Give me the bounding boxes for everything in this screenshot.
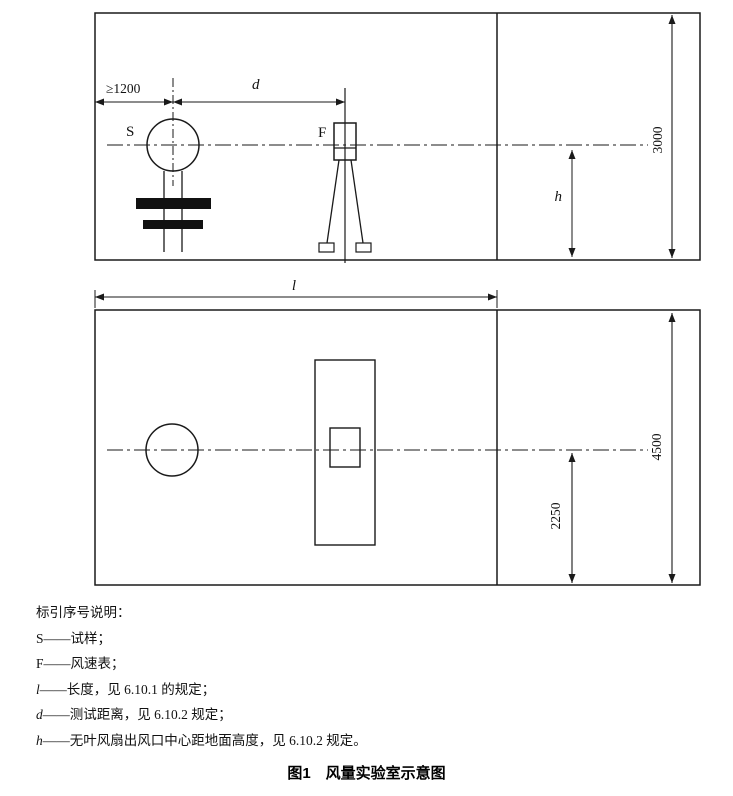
legend-desc-h: ——无叶风扇出风口中心距地面高度，见 6.10.2 规定。	[42, 732, 367, 748]
fan-plan-circle	[145, 423, 199, 477]
dimension-room-height: 3000	[650, 15, 676, 258]
fan-sample-elevation	[136, 78, 211, 252]
anemometer-label: F	[318, 125, 326, 141]
tripod-foot-left	[318, 242, 335, 253]
legend-desc-f: ——风速表；	[43, 656, 125, 671]
dimension-outlet-height: h	[555, 150, 576, 257]
legend-title: 标引序号说明：	[36, 605, 131, 620]
fan-base-plate-upper	[136, 198, 211, 209]
elevation-room-outline	[94, 12, 701, 261]
legend-symbol-d: d	[36, 707, 43, 722]
dimension-test-distance: d	[173, 77, 345, 106]
legend-desc-l: ——长度，见 6.10.1 的规定；	[39, 681, 216, 697]
outlet-height-label: h	[555, 189, 563, 205]
room-height-label: 3000	[650, 126, 665, 153]
anemometer-plan-inner	[329, 427, 361, 468]
plan-view	[94, 309, 701, 586]
legend-symbol-l: l	[36, 681, 40, 697]
test-distance-label: d	[252, 77, 260, 93]
legend-item-l: l——长度，见 6.10.1 的规定；	[36, 681, 367, 697]
room-width-label: 4500	[649, 433, 664, 460]
legend-item-h: h——无叶风扇出风口中心距地面高度，见 6.10.2 规定。	[36, 732, 367, 748]
legend-symbol-h: h	[36, 732, 43, 748]
anemometer-plan-outer	[314, 359, 376, 546]
fan-head-circle	[146, 118, 200, 172]
dimension-room-width: 4500	[649, 313, 676, 583]
legend-desc-d: ——测试距离，见 6.10.2 规定；	[42, 707, 232, 722]
tripod-foot-right	[355, 242, 372, 253]
tripod-leg-right	[350, 159, 364, 244]
legend-symbol-s: S	[36, 630, 44, 646]
fan-base-plate-lower	[143, 220, 203, 229]
tripod-leg-left	[326, 159, 340, 244]
plan-room-outline	[94, 309, 701, 586]
sample-label: S	[126, 124, 134, 140]
elevation-view	[94, 12, 701, 261]
legend: 标引序号说明： S——试样； F——风速表； l——长度，见 6.10.1 的规…	[36, 606, 367, 759]
legend-desc-s: ——试样；	[43, 630, 112, 646]
legend-item-s: S——试样；	[36, 630, 367, 646]
min-clearance-label: ≥1200	[106, 81, 141, 96]
dimension-half-width: 2250	[548, 453, 576, 583]
anemometer-elevation	[318, 88, 372, 263]
dimension-min-clearance: ≥1200	[95, 81, 173, 106]
dimension-room-length: l	[94, 278, 498, 308]
half-width-label: 2250	[548, 502, 563, 529]
room-length-label: l	[292, 278, 296, 294]
legend-item-d: d——测试距离，见 6.10.2 规定；	[36, 708, 367, 722]
anemometer-sensor-box	[333, 122, 357, 161]
figure-caption: 图1 风量实验室示意图	[287, 765, 446, 782]
legend-item-f: F——风速表；	[36, 657, 367, 671]
legend-symbol-f: F	[36, 656, 44, 671]
air-volume-lab-diagram: ≥1200 d S F h 3000	[94, 12, 701, 586]
